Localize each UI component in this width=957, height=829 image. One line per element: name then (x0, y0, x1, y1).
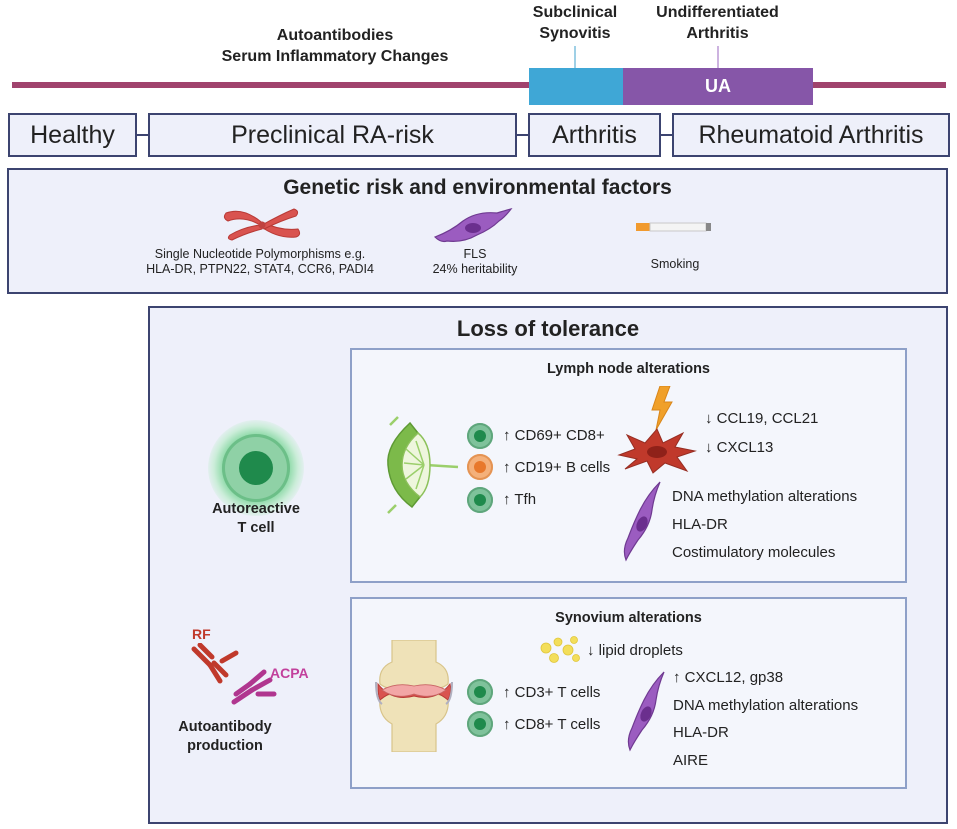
undiff-tick (717, 46, 719, 68)
timeline-line (12, 82, 946, 88)
serum-changes-text: Serum Inflammatory Changes (221, 48, 449, 65)
cd8-cell-icon (467, 711, 493, 737)
synovitis-text: Synovitis (539, 25, 611, 42)
fls-line1: FLS (463, 247, 487, 261)
snp-line1: Single Nucleotide Polymorphisms e.g. (154, 247, 366, 261)
stage-connector (517, 134, 528, 136)
lightning-icon (651, 386, 673, 430)
fls-cell-icon (433, 208, 513, 243)
rf-label: RF (192, 626, 211, 642)
genetic-title: Genetic risk and environmental factors (283, 176, 672, 199)
fls-line2: 24% heritability (432, 262, 518, 276)
stromal-cxcl13: ↓ CXCL13 (705, 439, 774, 456)
joint-icon (375, 640, 453, 752)
stage-label: Preclinical RA-risk (231, 120, 434, 149)
stage-connector (661, 134, 672, 136)
stage-arthritis: Arthritis (528, 113, 661, 157)
acpa-label: ACPA (270, 665, 309, 681)
subclinical-tick (574, 46, 576, 68)
snp-line2: HLA-DR, PTPN22, STAT4, CCR6, PADI4 (146, 262, 374, 276)
stromal-cell-icon (617, 428, 697, 474)
syn-cell-cd8: ↑ CD8+ T cells (503, 716, 601, 733)
autoab-line1: Autoantibody (178, 719, 272, 735)
subclinical-bar (529, 68, 624, 105)
arthritis-text: Arthritis (686, 25, 749, 42)
smoking-text: Smoking (650, 257, 700, 271)
stage-healthy: Healthy (8, 113, 137, 157)
lymph-fls-costim: Costimulatory molecules (672, 544, 836, 561)
lymph-cell-cd69: ↑ CD69+ CD8+ (503, 427, 605, 444)
undifferentiated-arthritis-label: Undifferentiated Arthritis (630, 2, 805, 44)
lymph-fls-dna: DNA methylation alterations (672, 488, 858, 505)
autoantibodies-text: Autoantibodies (276, 27, 394, 44)
subclinical-text: Subclinical (532, 4, 618, 21)
autoantibodies-label: Autoantibodies Serum Inflammatory Change… (190, 25, 480, 67)
lipid-droplets-text: ↓ lipid droplets (587, 642, 683, 659)
undifferentiated-text: Undifferentiated (656, 4, 779, 21)
syn-fls-hla: HLA-DR (673, 724, 729, 741)
cd69-cell-icon (467, 423, 493, 449)
syn-fls-dna: DNA methylation alterations (673, 697, 859, 714)
syn-fls-cxcl12: ↑ CXCL12, gp38 (673, 669, 784, 686)
autoab-line2: production (187, 738, 263, 754)
fls-elongated-icon (623, 481, 661, 562)
syn-cell-cd3: ↑ CD3+ T cells (503, 684, 601, 701)
synovium-title: Synovium alterations (555, 610, 702, 626)
b-cell-icon (467, 454, 493, 480)
chromosome-icon (223, 208, 301, 241)
fls-synovium-icon (627, 671, 665, 752)
lymph-cell-tfh: ↑ Tfh (503, 491, 537, 508)
rf-antibody-icon (191, 643, 239, 684)
stage-connector (137, 134, 148, 136)
snp-text: Single Nucleotide Polymorphisms e.g. HLA… (130, 247, 390, 277)
lipid-droplets-icon (540, 636, 580, 663)
subclinical-synovitis-label: Subclinical Synovitis (515, 2, 635, 44)
stage-label: Healthy (30, 120, 115, 149)
stage-label: Rheumatoid Arthritis (698, 120, 924, 149)
lymph-node-icon (387, 416, 459, 514)
t-cell-line2: T cell (237, 520, 275, 536)
lymph-fls-hla: HLA-DR (672, 516, 728, 533)
lymph-node-title: Lymph node alterations (546, 361, 710, 377)
t-cell-icon (222, 434, 290, 502)
stage-label: Arthritis (552, 120, 637, 149)
stage-rheumatoid: Rheumatoid Arthritis (672, 113, 950, 157)
t-cell-label: Autoreactive T cell (186, 500, 326, 538)
ua-label: UA (705, 76, 731, 96)
cigarette-icon (636, 222, 711, 232)
lymph-cell-cd19: ↑ CD19+ B cells (503, 459, 611, 476)
fls-text: FLS 24% heritability (400, 247, 550, 277)
tolerance-title: Loss of tolerance (456, 316, 640, 341)
syn-fls-aire: AIRE (673, 752, 709, 769)
t-cell-line1: Autoreactive (212, 501, 300, 517)
cd3-cell-icon (467, 679, 493, 705)
tfh-cell-icon (467, 487, 493, 513)
acpa-antibody-icon (231, 669, 277, 705)
ua-bar: UA (623, 68, 813, 105)
autoantibody-label: Autoantibody production (170, 718, 280, 756)
stromal-ccl19: ↓ CCL19, CCL21 (705, 410, 819, 427)
stage-preclinical: Preclinical RA-risk (148, 113, 517, 157)
